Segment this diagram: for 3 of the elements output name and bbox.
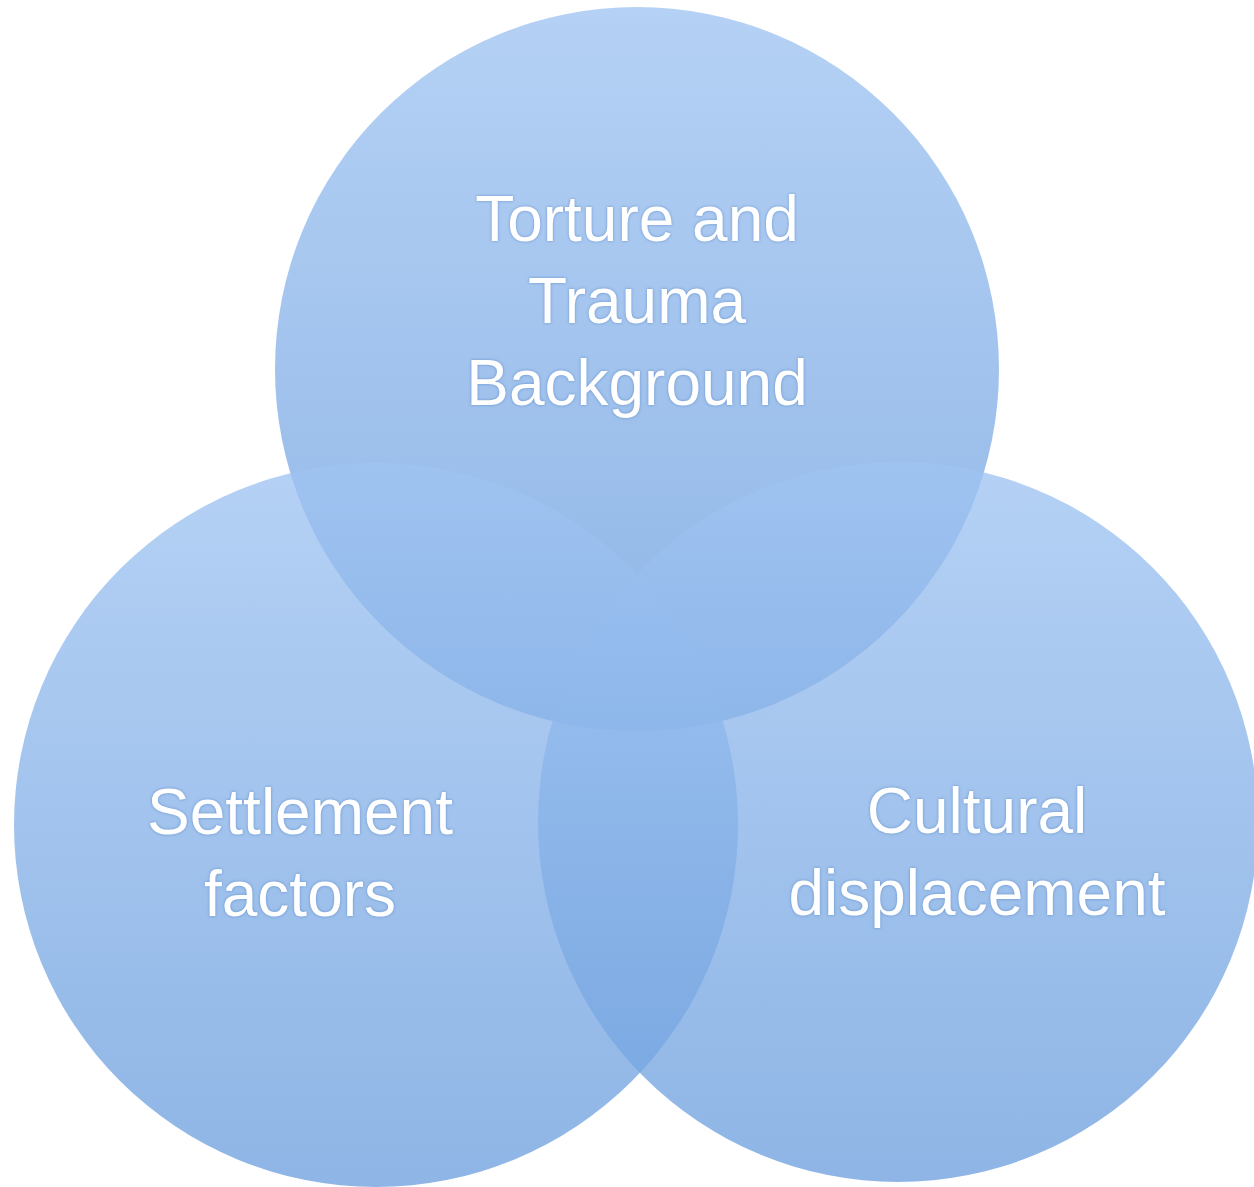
circle-label: Settlement factors bbox=[146, 775, 454, 932]
circle-label: Torture and Trauma Background bbox=[465, 182, 809, 421]
circle-label: Cultural displacement bbox=[787, 774, 1167, 931]
